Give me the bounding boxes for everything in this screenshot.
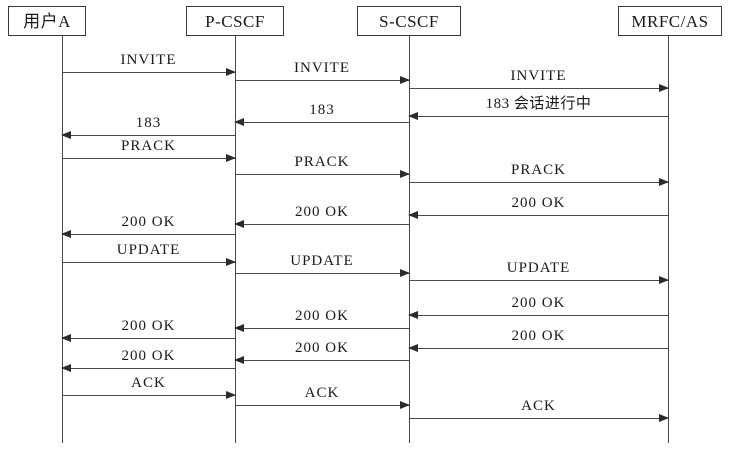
- message-label: 200 OK: [511, 328, 566, 344]
- arrow-head-right-icon: [659, 275, 669, 284]
- arrow-head-right-icon: [226, 257, 236, 266]
- arrow-head-left-icon: [234, 355, 244, 364]
- lifeline-ue: [62, 36, 63, 443]
- arrow-shaft: [409, 116, 668, 117]
- arrow-shaft: [409, 215, 668, 216]
- participant-box-scscf[interactable]: S-CSCF: [357, 6, 461, 36]
- arrow-shaft: [62, 158, 235, 159]
- arrow-shaft: [235, 273, 409, 274]
- arrow-head-left-icon: [61, 363, 71, 372]
- arrow-head-left-icon: [234, 117, 244, 126]
- arrow-head-left-icon: [234, 219, 244, 228]
- message-label: UPDATE: [506, 260, 571, 276]
- message-label: 200 OK: [295, 204, 349, 220]
- arrow-head-right-icon: [226, 67, 236, 76]
- message-label: 200 OK: [121, 318, 176, 334]
- arrow-shaft: [62, 395, 235, 396]
- arrow-shaft: [235, 224, 409, 225]
- message-label: 183 会话进行中: [485, 96, 592, 112]
- arrow-shaft: [409, 88, 668, 89]
- arrow-head-right-icon: [400, 169, 410, 178]
- arrow-head-right-icon: [400, 400, 410, 409]
- message-label: 200 OK: [121, 214, 176, 230]
- message-label: PRACK: [294, 154, 350, 170]
- message-label: UPDATE: [290, 253, 354, 269]
- arrow-head-right-icon: [400, 75, 410, 84]
- arrow-shaft: [409, 418, 668, 419]
- message-label: UPDATE: [116, 242, 181, 258]
- participant-box-pcscf[interactable]: P-CSCF: [186, 6, 284, 36]
- lifeline-pcscf: [235, 36, 236, 443]
- participant-label: S-CSCF: [379, 11, 439, 31]
- arrow-shaft: [409, 348, 668, 349]
- arrow-shaft: [235, 328, 409, 329]
- arrow-head-right-icon: [659, 83, 669, 92]
- arrow-shaft: [409, 280, 668, 281]
- message-label: 200 OK: [121, 348, 176, 364]
- message-label: 200 OK: [511, 295, 566, 311]
- participant-label: MRFC/AS: [631, 11, 709, 31]
- arrow-head-left-icon: [408, 210, 418, 219]
- arrow-shaft: [62, 135, 235, 136]
- arrow-head-right-icon: [659, 177, 669, 186]
- arrow-head-left-icon: [408, 310, 418, 319]
- participant-box-ue[interactable]: 用户A: [8, 6, 86, 36]
- arrow-shaft: [62, 72, 235, 73]
- arrow-head-right-icon: [226, 153, 236, 162]
- arrow-head-left-icon: [61, 333, 71, 342]
- arrow-head-left-icon: [234, 323, 244, 332]
- arrow-head-left-icon: [61, 130, 71, 139]
- message-label: INVITE: [510, 68, 567, 84]
- arrow-shaft: [62, 234, 235, 235]
- arrow-head-right-icon: [659, 413, 669, 422]
- message-label: PRACK: [120, 138, 177, 154]
- participant-label: 用户A: [23, 11, 71, 31]
- participant-box-mrfc[interactable]: MRFC/AS: [618, 6, 722, 36]
- arrow-head-left-icon: [61, 229, 71, 238]
- message-label: ACK: [131, 375, 166, 391]
- arrow-head-left-icon: [408, 343, 418, 352]
- message-label: ACK: [304, 385, 340, 401]
- lifeline-mrfc: [668, 36, 669, 443]
- participant-label: P-CSCF: [205, 11, 265, 31]
- arrow-shaft: [62, 338, 235, 339]
- message-label: 200 OK: [511, 195, 566, 211]
- arrow-shaft: [409, 182, 668, 183]
- arrow-shaft: [235, 174, 409, 175]
- message-label: 183: [135, 115, 162, 131]
- arrow-head-left-icon: [408, 111, 418, 120]
- lifeline-scscf: [409, 36, 410, 443]
- arrow-head-right-icon: [400, 268, 410, 277]
- message-label: INVITE: [294, 60, 350, 76]
- message-label: INVITE: [120, 52, 177, 68]
- arrow-shaft: [409, 315, 668, 316]
- arrow-shaft: [235, 405, 409, 406]
- arrow-head-right-icon: [226, 390, 236, 399]
- arrow-shaft: [62, 262, 235, 263]
- message-label: PRACK: [510, 162, 567, 178]
- arrow-shaft: [235, 360, 409, 361]
- arrow-shaft: [62, 368, 235, 369]
- arrow-shaft: [235, 122, 409, 123]
- message-label: ACK: [521, 398, 556, 414]
- message-label: 183: [309, 102, 335, 118]
- arrow-shaft: [235, 80, 409, 81]
- message-label: 200 OK: [295, 308, 349, 324]
- message-label: 200 OK: [295, 340, 349, 356]
